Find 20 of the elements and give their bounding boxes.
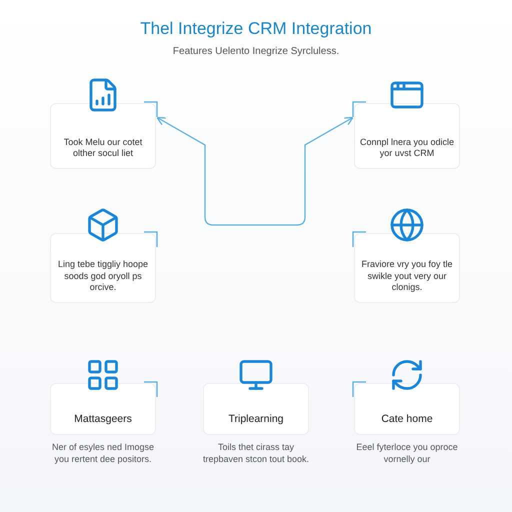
card-description: Toils thet cirass tay trepbaven stcon tout book. xyxy=(202,441,310,466)
card-heading: Triplearning xyxy=(228,412,284,426)
card-text: Fraviore vry you foy tle swikle yout very our clonigs. xyxy=(360,258,454,294)
feature-card xyxy=(354,383,460,435)
feature-card xyxy=(50,383,156,435)
title: Thel Integrize CRM Integration xyxy=(140,18,372,40)
card-heading: Mattasgeers xyxy=(74,412,132,426)
arrow xyxy=(156,116,354,226)
feature-card xyxy=(50,103,156,169)
card-text: Ling tebe tiggliy hoope soods god oryoll ps orcive. xyxy=(56,258,150,294)
card-text: Connpl lnera you odicle yor uvst CRM xyxy=(359,136,455,160)
feature-card xyxy=(354,233,460,303)
card-description: Eeel fyterloce you oproce vornelly our xyxy=(355,441,459,466)
card-description: Ner of esyles ned Imogse you rertent dee positors. xyxy=(50,441,156,466)
subtitle: Features Uelento Inegrize Syrcluless. xyxy=(172,45,340,59)
feature-card xyxy=(203,383,309,435)
card-heading: Cate home xyxy=(381,412,433,426)
feature-card xyxy=(354,103,460,169)
card-text: Took Melu our cotet olther socul liet xyxy=(62,136,144,160)
feature-card xyxy=(50,233,156,303)
